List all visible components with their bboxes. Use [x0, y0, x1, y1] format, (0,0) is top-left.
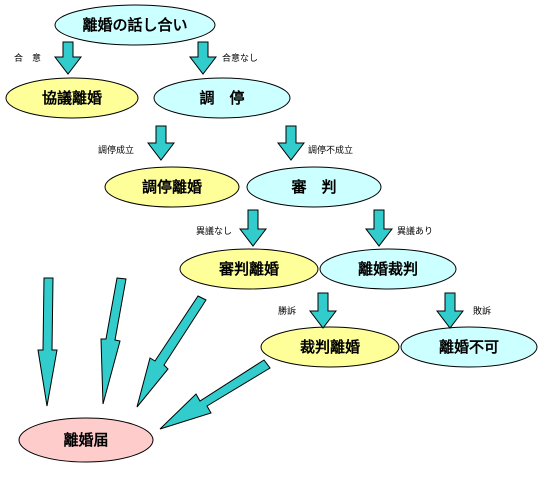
arrow-to-kyogi [53, 41, 83, 75]
label-igi-nashi: 異議なし [196, 225, 232, 237]
node-shinpan-label: 審 判 [290, 178, 336, 196]
node-shinpan-rikon: 審判離婚 [179, 248, 319, 290]
arrow-to-saiban-rikon [308, 292, 338, 329]
node-chotei-rikon-label: 調停離婚 [142, 178, 202, 196]
label-goi-nashi: 合意なし [222, 52, 258, 64]
node-discussion-label: 離婚の話し合い [82, 16, 187, 34]
node-rikon-saiban-label: 離婚裁判 [358, 260, 418, 278]
label-haiso: 敗訴 [473, 305, 491, 317]
node-discussion: 離婚の話し合い [54, 4, 216, 46]
node-rikon-todoke-label: 離婚届 [63, 431, 108, 449]
node-saiban-rikon: 裁判離婚 [260, 326, 400, 368]
node-saiban-rikon-label: 裁判離婚 [300, 338, 360, 356]
label-igi-ari: 異議あり [397, 225, 433, 237]
node-shinpan: 審 判 [246, 166, 382, 208]
node-kyogi-rikon-label: 協議離婚 [42, 89, 102, 107]
node-kyogi-rikon: 協議離婚 [5, 77, 139, 119]
arrow-to-shinpan [276, 125, 306, 161]
node-rikon-fuka-label: 離婚不可 [439, 338, 499, 356]
label-shoso: 勝訴 [278, 305, 296, 317]
arrow-kyogi-to-todoke [37, 277, 58, 407]
node-chotei: 調 停 [153, 77, 291, 119]
label-chotei-fuseiritsu: 調停不成立 [308, 144, 353, 156]
node-rikon-fuka: 離婚不可 [400, 326, 538, 368]
node-chotei-rikon: 調停離婚 [104, 166, 240, 208]
node-rikon-todoke: 離婚届 [18, 417, 154, 463]
node-shinpan-rikon-label: 審判離婚 [218, 260, 279, 278]
arrow-saiban-to-todoke [159, 359, 271, 430]
arrow-to-rikon-fuka [435, 292, 465, 329]
arrow-to-rikon-saiban [364, 209, 394, 247]
arrow-to-shinpan-rikon [238, 209, 268, 247]
node-chotei-label: 調 停 [199, 89, 244, 107]
arrow-to-chotei [188, 41, 218, 75]
node-rikon-saiban: 離婚裁判 [319, 248, 457, 290]
label-goi: 合 意 [14, 52, 41, 64]
arrow-chotei-to-todoke [100, 277, 127, 405]
label-chotei-seiritsu: 調停成立 [98, 144, 134, 156]
arrow-to-chotei-rikon [146, 125, 176, 161]
arrow-shinpan-to-todoke [136, 295, 207, 408]
